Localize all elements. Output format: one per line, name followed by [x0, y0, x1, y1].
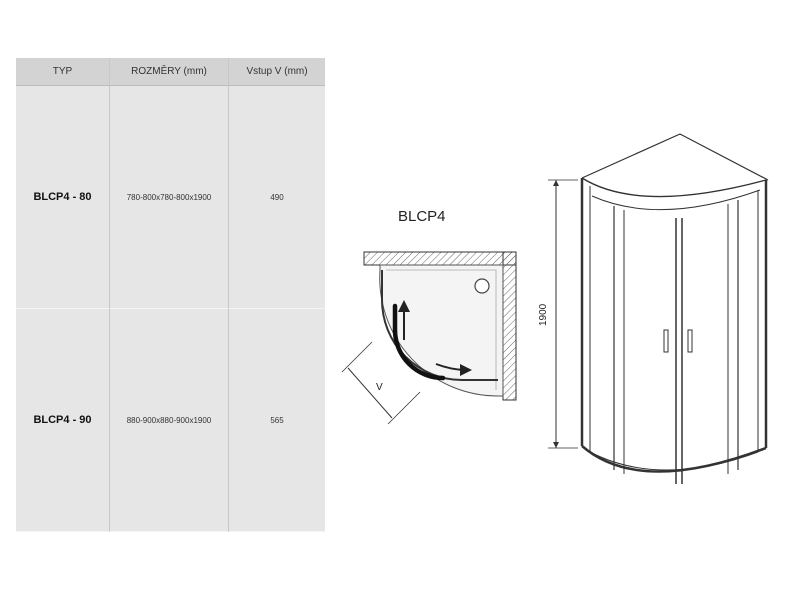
row-1-type: BLCP4 - 80 [16, 86, 110, 309]
row-1-entry: 490 [229, 86, 325, 309]
entry-dim-line [347, 367, 393, 419]
plan-door-inner [392, 303, 446, 381]
row-2-type: BLCP4 - 90 [16, 309, 110, 532]
header-type: TYP [16, 58, 110, 86]
plan-tray [379, 264, 504, 397]
arrow-right-icon [460, 364, 472, 376]
height-dim-label: 1900 [538, 303, 549, 326]
arrow-up-icon [398, 300, 410, 312]
row-2-entry: 565 [229, 309, 325, 532]
header-entry: Vstup V (mm) [229, 58, 325, 86]
plan-wall-top [363, 251, 517, 266]
spec-table: TYP ROZMĚRY (mm) Vstup V (mm) BLCP4 - 80… [16, 58, 325, 532]
door-handle-right [687, 329, 693, 353]
plan-wall-right [502, 251, 517, 401]
elevation-view: 1900 [538, 133, 769, 484]
entry-dim-label: V [376, 382, 383, 393]
door-handle-left [663, 329, 669, 353]
drain-icon [474, 278, 490, 294]
header-dimensions: ROZMĚRY (mm) [110, 58, 229, 86]
row-1-dimensions: 780-800x780-800x1900 [110, 86, 229, 309]
plan-title: BLCP4 [398, 208, 446, 225]
row-2-dimensions: 880-900x880-900x1900 [110, 309, 229, 532]
plan-view: V [341, 251, 517, 425]
